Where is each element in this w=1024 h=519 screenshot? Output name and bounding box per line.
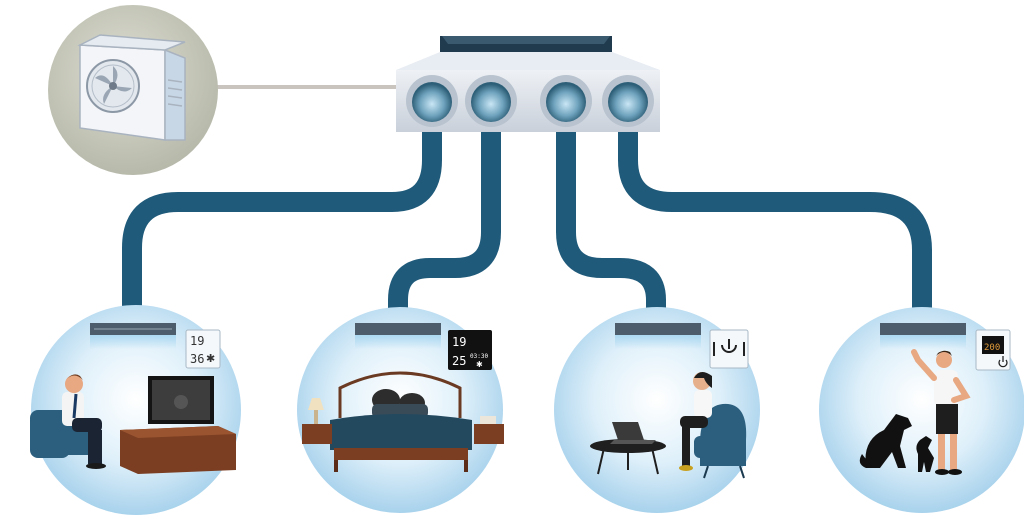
dogs bbox=[859, 414, 934, 472]
air-ducts bbox=[122, 132, 932, 312]
thermostat-set-temp: 200 bbox=[984, 343, 1000, 353]
ceiling-vent bbox=[355, 323, 441, 349]
room-hall: 200 bbox=[819, 307, 1024, 513]
nightstand-right bbox=[474, 416, 504, 444]
thermostat[interactable]: 200 bbox=[975, 329, 1011, 371]
outdoor-unit bbox=[48, 5, 400, 175]
tv-set bbox=[120, 376, 236, 474]
bed bbox=[330, 371, 472, 472]
standing-man bbox=[911, 349, 971, 475]
thermostat[interactable] bbox=[709, 329, 749, 369]
coffee-table bbox=[590, 422, 666, 475]
ceiling-vent bbox=[615, 323, 701, 349]
snowflake-icon: ✱ bbox=[206, 352, 215, 365]
ceiling-vent bbox=[90, 323, 176, 349]
thermostat[interactable]: 19 36 ✱ bbox=[185, 329, 221, 369]
duct-living-room bbox=[122, 132, 442, 310]
room-study bbox=[554, 307, 760, 513]
thermostat-set-temp: 19 bbox=[190, 334, 204, 348]
thermostat[interactable]: 19 25 03:30 ✱ bbox=[448, 330, 492, 370]
outlet-1 bbox=[406, 75, 458, 127]
duct-hall bbox=[618, 132, 932, 312]
outlet-4 bbox=[602, 75, 654, 127]
seated-woman bbox=[679, 371, 747, 479]
power-icon bbox=[713, 339, 745, 356]
nightstand-left bbox=[302, 398, 332, 444]
duct-study bbox=[556, 132, 666, 312]
seated-man bbox=[30, 374, 106, 469]
snowflake-icon: ✱ bbox=[476, 360, 483, 369]
duct-bedroom bbox=[388, 132, 501, 312]
ducted-unit bbox=[396, 36, 660, 132]
room-bedroom: 19 25 03:30 ✱ bbox=[297, 307, 504, 513]
thermostat-clock: 03:30 bbox=[470, 353, 488, 360]
thermostat-room-temp: 36 bbox=[190, 352, 204, 366]
room-living-room: 19 36 ✱ bbox=[30, 305, 241, 515]
power-icon bbox=[998, 356, 1008, 368]
fan-icon bbox=[86, 59, 140, 113]
thermostat-room-temp: 25 bbox=[452, 354, 466, 368]
ceiling-vent bbox=[880, 323, 966, 349]
condenser-unit bbox=[77, 34, 186, 141]
outlet-2 bbox=[465, 75, 517, 127]
outlet-3 bbox=[540, 75, 592, 127]
thermostat-set-temp: 19 bbox=[452, 335, 466, 349]
